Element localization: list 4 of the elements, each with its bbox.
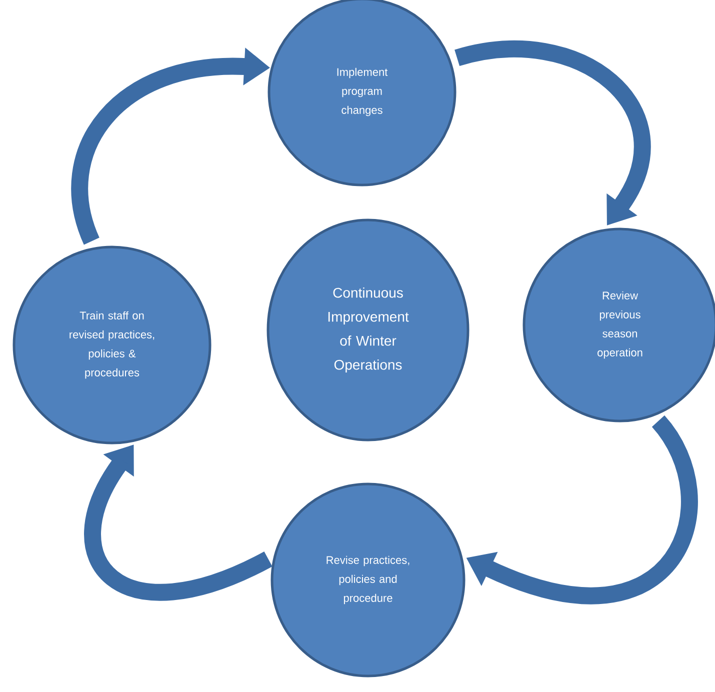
circle-node: Revise practices, policies and procedure (270, 482, 466, 678)
circle-node: Review previous season operation (522, 228, 715, 422)
ellipse-node: Continuous Improvement of Winter Operations (266, 218, 470, 442)
circle-node: Train staff on revised practices, policies & procedures (12, 246, 212, 444)
